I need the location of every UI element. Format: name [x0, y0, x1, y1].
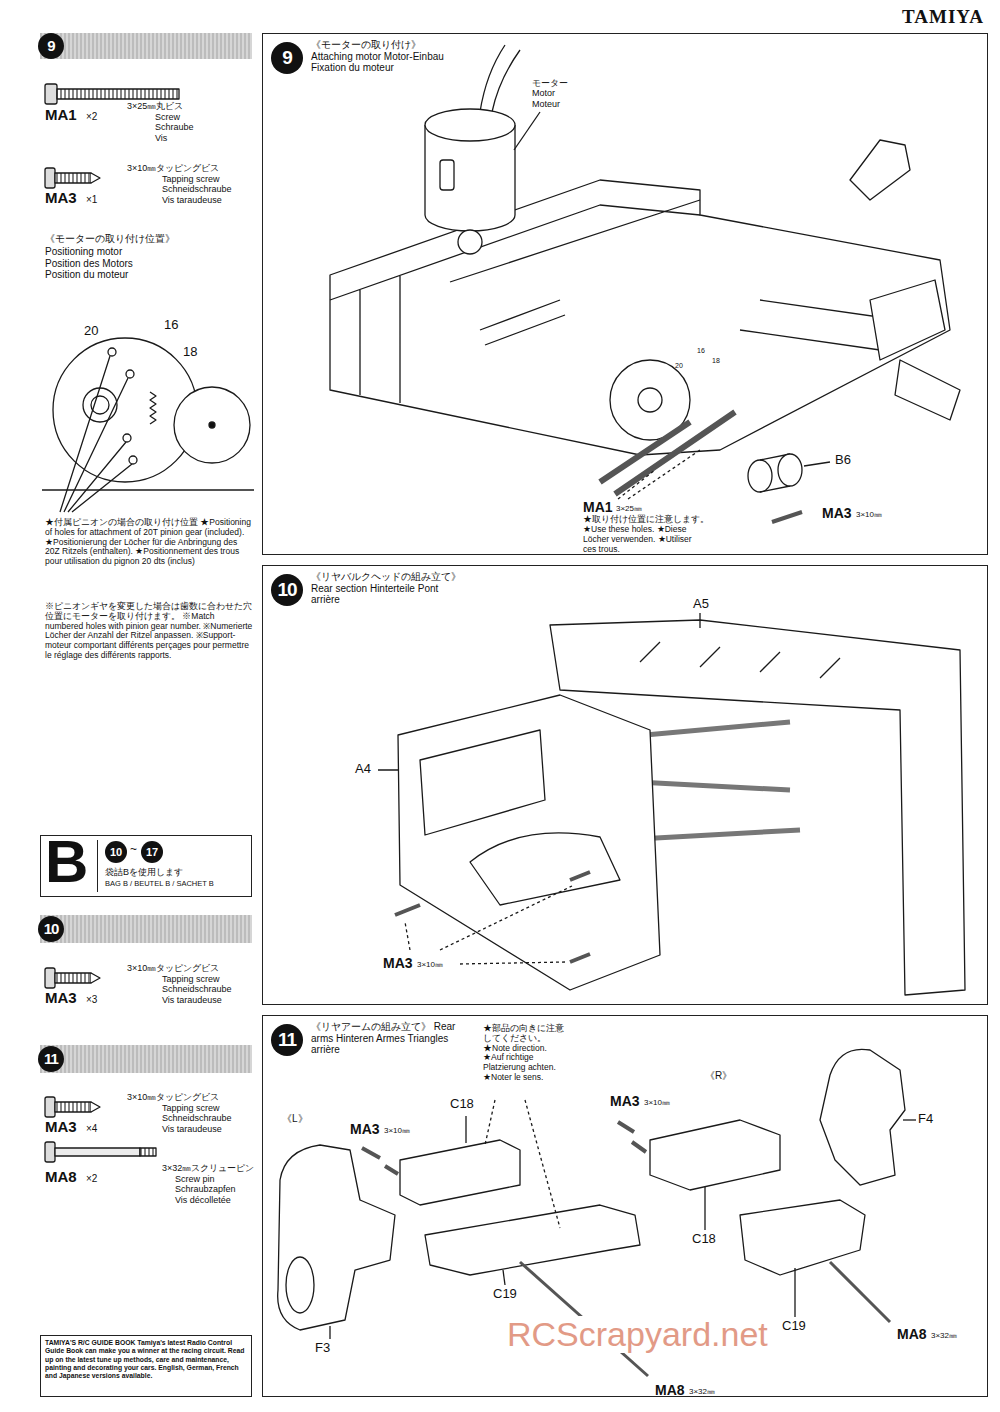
- parts-label: 3×32㎜: [931, 1331, 957, 1340]
- tapping-screw: [45, 168, 100, 188]
- step-number: 9: [271, 42, 303, 74]
- parts-label: 16: [697, 347, 705, 355]
- parts-label: ★付属ピニオンの場合の取り付け位置 ★Positioning of holes …: [45, 518, 253, 567]
- step-header-band: 9: [40, 33, 252, 59]
- parts-label: 18: [712, 357, 720, 365]
- parts-label: Screw pin Schraubzapfen Vis décolletée: [175, 1174, 247, 1205]
- tapping-screw: [45, 968, 100, 988]
- parts-label: ×3: [86, 994, 97, 1006]
- part-code: MA8: [45, 1168, 77, 1185]
- parts-label: ※ピニオンギヤを変更した場合は歯数に合わせた穴位置にモーターを取り付けます。 ※…: [45, 602, 253, 661]
- parts-label: 《モーターの取り付け位置》: [45, 233, 175, 245]
- part-code: MA3: [610, 1093, 640, 1109]
- parts-label: 3×10㎜タッピングビス: [127, 963, 219, 973]
- step-panel: 10《リヤバルクヘッドの組み立て》 Rear section Hintertei…: [262, 565, 988, 1005]
- guide-book-box: TAMIYA'S R/C GUIDE BOOK Tamiya's latest …: [40, 1335, 252, 1397]
- step-header-band: 11: [40, 1045, 252, 1073]
- divider-line: [97, 840, 98, 892]
- parts-label: ★部品の向きに注意してください。 ★Note direction. ★Auf r…: [483, 1024, 565, 1083]
- step-number: 9: [38, 33, 64, 59]
- parts-label: 3×10㎜タッピングビス: [127, 163, 219, 173]
- parts-label: ★取り付け位置に注意します。: [583, 515, 709, 525]
- rear-arm-right: [618, 1049, 916, 1322]
- parts-label: 《R》: [705, 1070, 732, 1082]
- rear-bulkhead-drawing: [378, 613, 965, 995]
- step-title: 《モーターの取り付け》 Attaching motor Motor-Einbau…: [311, 39, 463, 74]
- parts-label: 18: [183, 345, 197, 360]
- step-number: 11: [38, 1046, 64, 1072]
- parts-label: F4: [918, 1112, 933, 1127]
- step-number: 17: [141, 841, 163, 863]
- parts-label: 3×10㎜タッピングビス: [127, 1092, 219, 1102]
- bag-letter: B: [45, 832, 88, 892]
- bag-note: 袋詰Bを使用します: [105, 867, 183, 877]
- parts-label: ×1: [86, 194, 97, 206]
- parts-label: 20: [84, 324, 98, 339]
- parts-label: 3×32㎜: [689, 1387, 715, 1396]
- motor-drawing: [425, 45, 540, 254]
- parts-label: 3×10㎜: [417, 960, 443, 969]
- parts-label: C19: [782, 1319, 806, 1334]
- part-code: MA3: [822, 505, 852, 521]
- parts-label: 3×25㎜: [616, 504, 642, 513]
- parts-label: A5: [693, 597, 709, 612]
- part-code: MA3: [45, 1118, 77, 1135]
- part-code: MA8: [897, 1326, 927, 1342]
- parts-label: Screw Schraube Vis: [155, 112, 200, 143]
- part-code: MA1: [45, 106, 77, 123]
- step-number: 10: [38, 916, 64, 942]
- part-code: MA8: [655, 1382, 685, 1398]
- part-code: MA3: [383, 955, 413, 971]
- watermark: RCScrapyard.net: [505, 1316, 770, 1353]
- screw-pin: [45, 1142, 156, 1162]
- part-code: MA3: [45, 989, 77, 1006]
- parts-label: 《L》: [282, 1113, 308, 1125]
- parts-label: ×2: [86, 1173, 97, 1185]
- parts-label: Tapping screw Schneidschraube Vis taraud…: [162, 974, 240, 1005]
- line-art: [42, 45, 965, 1376]
- parts-label: モーター Motor Moteur: [532, 78, 577, 109]
- part-code: MA3: [350, 1121, 380, 1137]
- parts-label: A4: [355, 762, 371, 777]
- parts-label: 3×10㎜: [856, 510, 882, 519]
- step-header-band: 10: [40, 915, 252, 943]
- parts-label: 3×10㎜: [384, 1126, 410, 1135]
- parts-label: C18: [692, 1232, 716, 1247]
- parts-label: 20: [675, 362, 683, 370]
- parts-label: 3×32㎜スクリューピン: [162, 1163, 254, 1173]
- part-code: MA1: [583, 499, 613, 515]
- parts-label: Positioning motor Position des Motors Po…: [45, 246, 145, 281]
- parts-label: F3: [315, 1341, 330, 1356]
- parts-label: 3×25㎜丸ビス: [127, 101, 183, 111]
- tapping-screw: [45, 1097, 100, 1117]
- parts-label: Tapping screw Schneidschraube Vis taraud…: [162, 1103, 240, 1134]
- parts-label: ×2: [86, 111, 97, 123]
- step-number: 10: [105, 841, 127, 863]
- step-title: 《リヤバルクヘッドの組み立て》 Rear section Hinterteile…: [311, 571, 463, 606]
- parts-label: Tapping screw Schneidschraube Vis taraud…: [162, 174, 240, 205]
- step-number: 10: [271, 574, 303, 606]
- guide-text: TAMIYA'S R/C GUIDE BOOK Tamiya's latest …: [45, 1339, 247, 1380]
- parts-label: ×4: [86, 1123, 97, 1135]
- step-title: 《リヤアームの組み立て》 Rear arms Hinteren Armes Tr…: [311, 1021, 463, 1056]
- parts-bag-box: B 10~17 袋詰Bを使用します BAG B / BEUTEL B / SACHET…: [40, 835, 252, 897]
- brand-logo: TAMIYA: [902, 6, 984, 28]
- parts-label: ★Use these holes. ★Diese Löcher verwende…: [583, 525, 701, 554]
- step-panel: 9《モーターの取り付け》 Attaching motor Motor-Einba…: [262, 33, 988, 555]
- parts-label: 3×10㎜: [644, 1098, 670, 1107]
- bag-note: BAG B / BEUTEL B / SACHET B: [105, 880, 214, 889]
- parts-label: 16: [164, 318, 178, 333]
- range-mark: ~: [130, 843, 137, 857]
- parts-label: B6: [835, 453, 851, 468]
- parts-label: C18: [450, 1097, 474, 1112]
- step-number: 11: [271, 1024, 303, 1056]
- parts-label: C19: [493, 1287, 517, 1302]
- leader-line: [60, 356, 132, 512]
- part-code: MA3: [45, 189, 77, 206]
- collar-b6: [748, 454, 830, 522]
- screws-ma1: [600, 412, 735, 499]
